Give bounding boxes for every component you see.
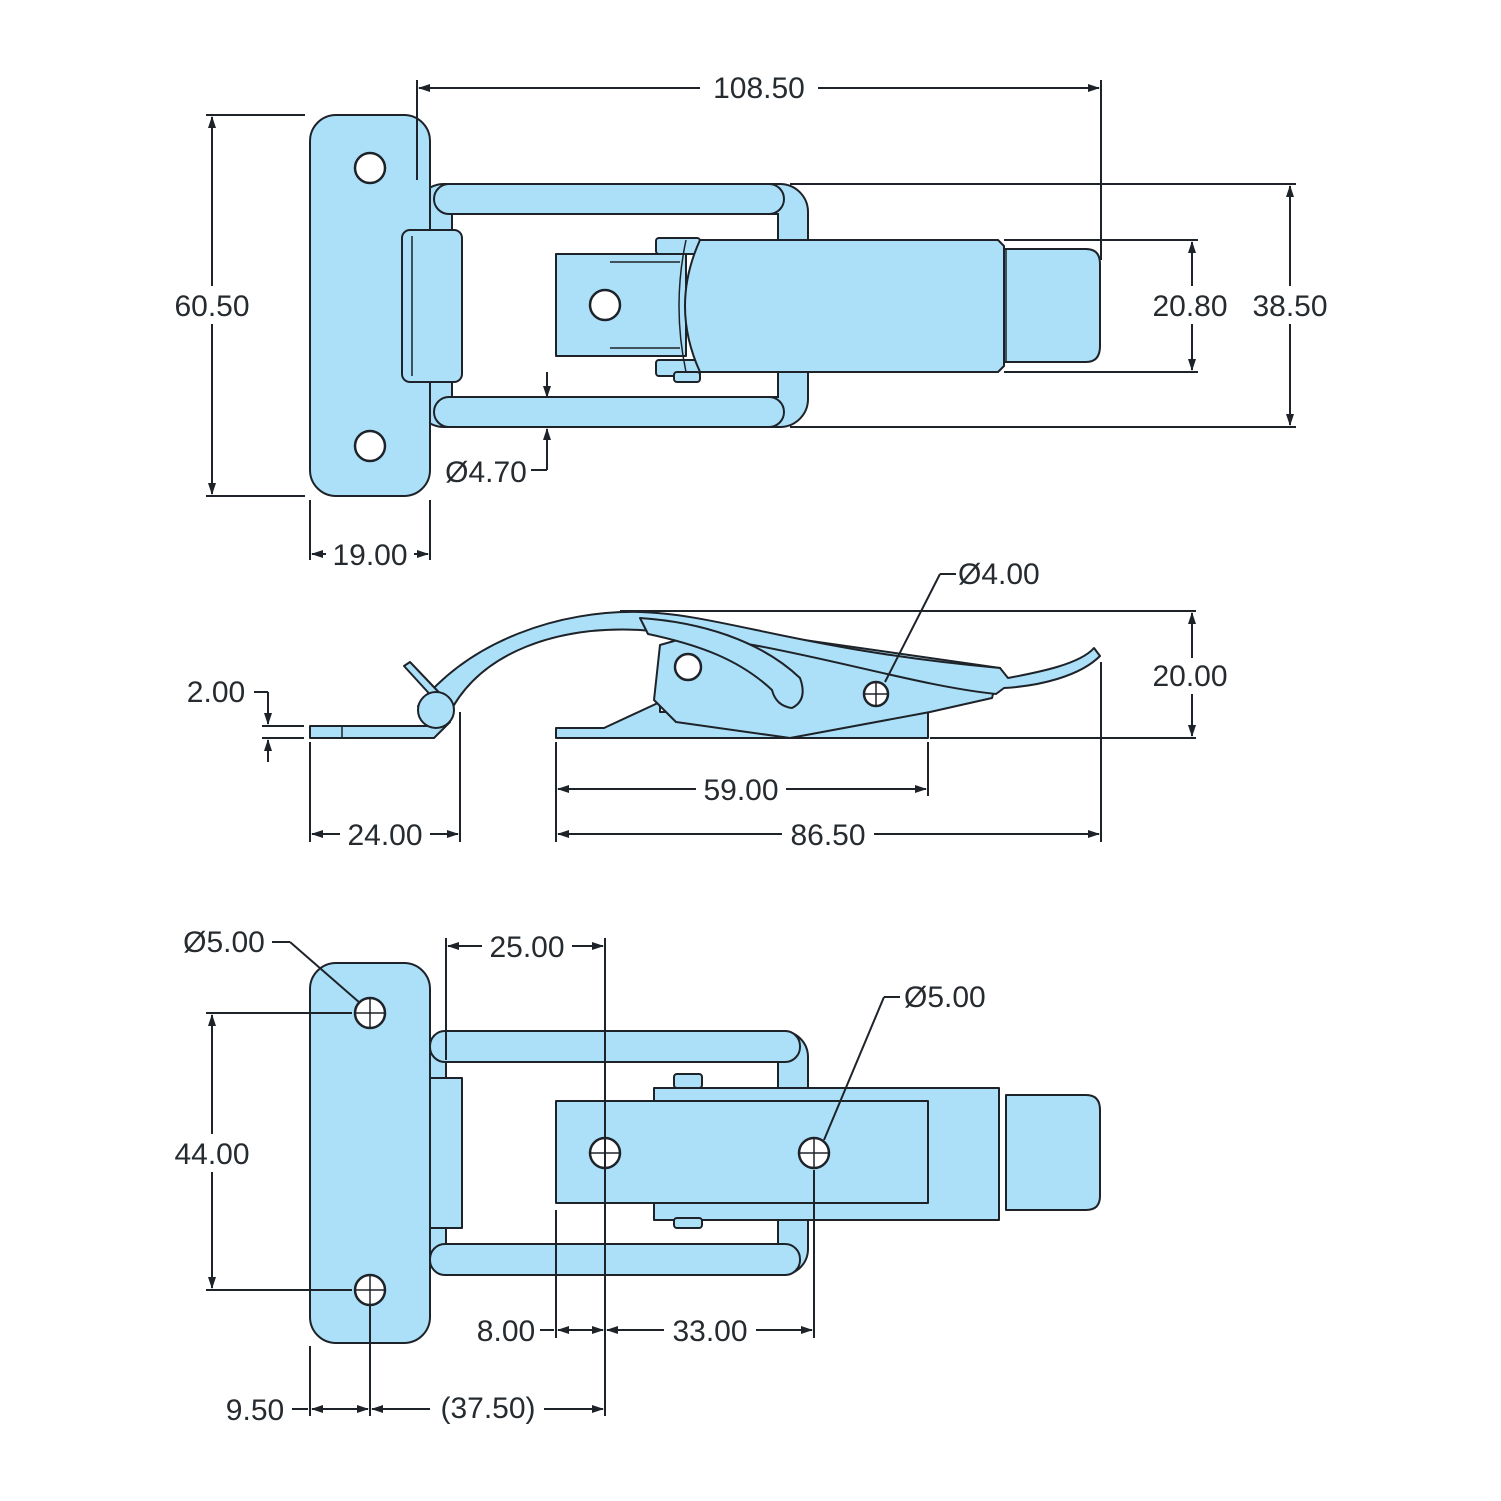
dim-loop-offset: 25.00 [489, 931, 564, 964]
dim-hole-spacing: 44.00 [174, 1138, 249, 1171]
side-view: Ø4.00 20.00 2.00 24.00 59.00 [187, 558, 1238, 852]
side-dimensions: Ø4.00 20.00 2.00 24.00 59.00 [187, 558, 1238, 852]
bottom-base-plate [555, 1100, 929, 1204]
dim-total-length: 86.50 [790, 819, 865, 852]
dim-rivet-diameter: Ø4.00 [958, 558, 1040, 591]
dim-thickness: 2.00 [187, 676, 245, 709]
dim-reference-distance: (37.50) [440, 1392, 535, 1425]
dim-lever-width: 20.80 [1152, 290, 1227, 323]
bottom-view: Ø5.00 25.00 Ø5.00 44.00 8.00 33.00 [165, 926, 1101, 1427]
plate-hole-bottom [353, 429, 387, 463]
lever [678, 239, 1101, 373]
side-pivot [673, 652, 703, 682]
top-dimensions: 108.50 60.50 38.50 20.80 Ø4.70 1 [165, 70, 1336, 572]
dim-keeper-hole: Ø5.00 [183, 926, 265, 959]
top-view: 108.50 60.50 38.50 20.80 Ø4.70 1 [165, 70, 1336, 572]
dim-overall-length: 108.50 [713, 72, 805, 105]
dim-base-hole-offset: 8.00 [477, 1315, 535, 1348]
dim-plate-width: 19.00 [332, 539, 407, 572]
dim-plate-height: 60.50 [174, 290, 249, 323]
dim-loop-height: 38.50 [1252, 290, 1327, 323]
bottom-dimensions: Ø5.00 25.00 Ø5.00 44.00 8.00 33.00 [165, 926, 986, 1427]
dim-base-length: 59.00 [703, 774, 778, 807]
plate-hole-top [353, 151, 387, 185]
dim-side-height: 20.00 [1152, 660, 1227, 693]
dim-wire-diameter: Ø4.70 [445, 456, 527, 489]
dim-base-hole: Ø5.00 [904, 981, 986, 1014]
dim-base-hole-spacing: 33.00 [672, 1315, 747, 1348]
base-hole [588, 288, 622, 322]
dim-hole-edge: 9.50 [226, 1394, 284, 1427]
hinge-barrel [401, 229, 463, 383]
dim-keeper-length: 24.00 [347, 819, 422, 852]
